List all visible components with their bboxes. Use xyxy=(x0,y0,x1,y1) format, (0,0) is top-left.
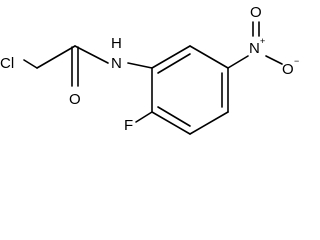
chemical-structure-diagram: Cl O H N F N + O O − xyxy=(0,4,299,135)
ring-inner-bond-3 xyxy=(157,106,191,127)
bond-ring-nitro xyxy=(227,55,249,69)
nitro-nitrogen-label: N xyxy=(249,40,260,57)
carbonyl-oxygen-label: O xyxy=(69,91,81,108)
atom-labels: Cl O H N F N + O O − xyxy=(0,4,299,134)
ring-bond-c4-c5 xyxy=(189,111,229,135)
amide-nitrogen-label: N xyxy=(111,55,122,72)
bonds xyxy=(23,21,283,135)
ring-bond-c5-c6 xyxy=(151,111,191,135)
nitro-nitrogen-charge: + xyxy=(260,36,265,46)
nitro-oxygen-double-label: O xyxy=(250,4,262,21)
bond-cl-ch2 xyxy=(23,59,38,69)
ring-bond-c1-c2 xyxy=(151,45,191,69)
bond-nitro-oxygen-single xyxy=(265,55,283,65)
chlorine-label: Cl xyxy=(0,55,14,72)
ring-inner-bond-1 xyxy=(157,53,191,74)
bond-nitrogen-ring xyxy=(127,62,153,69)
amide-hydrogen-label: H xyxy=(111,35,122,52)
bond-carbonyl-nitrogen xyxy=(74,45,109,64)
ring-bond-c2-c3 xyxy=(189,45,229,69)
nitro-oxygen-single-label: O xyxy=(282,61,294,78)
bond-ring-fluorine xyxy=(135,111,153,123)
nitro-oxygen-charge: − xyxy=(294,56,299,66)
bond-ch2-carbonyl xyxy=(36,45,76,69)
fluorine-label: F xyxy=(124,117,133,134)
